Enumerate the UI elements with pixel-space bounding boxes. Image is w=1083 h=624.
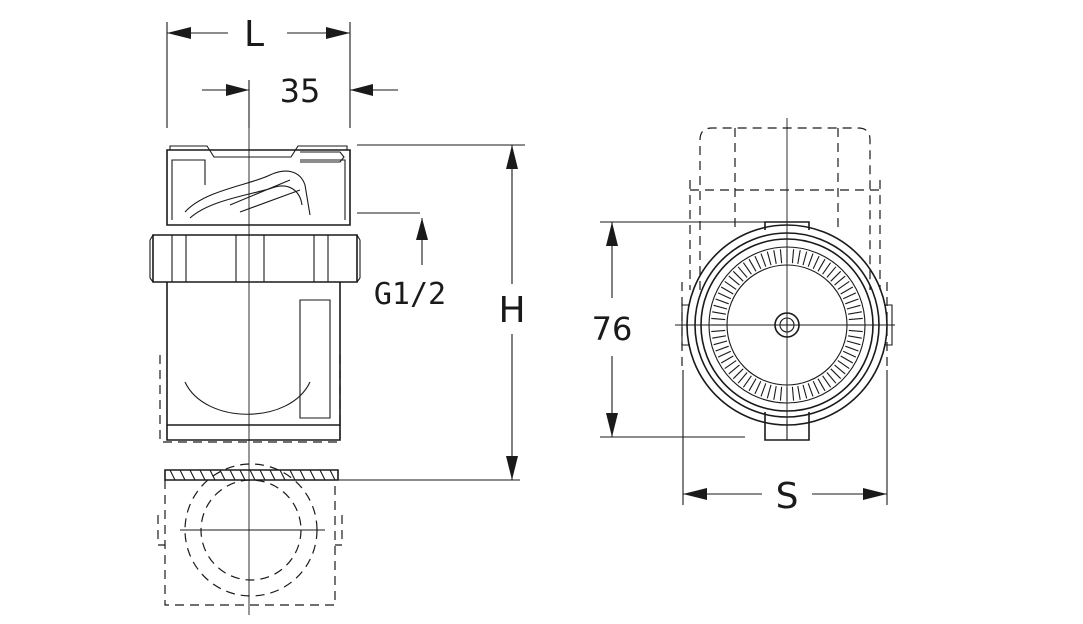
label-35: 35 <box>280 72 321 110</box>
grille-slot <box>720 355 734 364</box>
grille-slot <box>728 275 740 286</box>
grille-slot <box>822 262 832 275</box>
grille-slot <box>848 329 863 333</box>
grille-slot <box>712 311 726 315</box>
grille-slot <box>840 286 854 295</box>
grille-slot <box>817 258 826 272</box>
side-view: L 35 <box>149 14 526 615</box>
grille-slot <box>713 340 728 346</box>
grille-slot <box>807 383 814 397</box>
grille-slot <box>817 378 826 392</box>
grille-slot <box>842 350 857 358</box>
grille-slot <box>715 345 729 352</box>
grille-slot <box>717 292 732 300</box>
grille-slot <box>807 253 814 267</box>
grille-slot <box>802 384 808 399</box>
grille-slot <box>766 384 772 399</box>
dimension-L: L <box>167 14 350 55</box>
grille-slot <box>826 372 837 384</box>
label-L: L <box>244 14 264 55</box>
grille-slot <box>834 364 846 375</box>
grille-slot <box>711 329 726 333</box>
grille-slot <box>791 386 795 401</box>
grille-slot <box>748 258 757 272</box>
grille-slot <box>766 251 772 266</box>
grille-slot <box>837 280 850 290</box>
grille-slot <box>842 292 857 300</box>
grille-slot <box>754 255 762 270</box>
grille-slot <box>754 380 762 395</box>
grille-slot <box>822 375 832 388</box>
front-view: 76 S <box>592 118 895 517</box>
front-grille <box>711 249 863 401</box>
grille-slot <box>848 317 863 321</box>
dimension-35: 35 <box>202 72 398 110</box>
grille-slot <box>728 364 740 375</box>
grille-slot <box>717 350 732 358</box>
grille-slot <box>779 386 783 401</box>
label-G1-2: G1/2 <box>374 277 446 312</box>
grille-slot <box>711 317 726 321</box>
grille-slot <box>834 275 846 286</box>
grille-slot <box>732 270 744 282</box>
dimension-H: H <box>357 144 526 480</box>
grille-slot <box>840 355 854 364</box>
grille-slot <box>724 280 737 290</box>
grille-slot <box>779 249 783 264</box>
grille-slot <box>737 372 748 384</box>
grille-slot <box>846 304 861 310</box>
grille-slot <box>773 250 777 264</box>
grille-slot <box>848 335 862 339</box>
grille-slot <box>737 266 748 278</box>
grille-slot <box>732 368 744 380</box>
grille-slot <box>812 380 820 395</box>
grille-slot <box>797 386 801 400</box>
grille-slot <box>826 266 837 278</box>
grille-slot <box>845 298 859 305</box>
grille-slot <box>713 304 728 310</box>
label-S: S <box>776 476 799 517</box>
grille-slot <box>742 375 752 388</box>
grille-slot <box>748 378 757 392</box>
grille-slot <box>845 345 859 352</box>
label-H: H <box>498 290 525 331</box>
grille-slot <box>773 386 777 400</box>
grille-slot <box>830 270 842 282</box>
grille-slot <box>724 360 737 370</box>
dimension-G1-2: G1/2 <box>357 212 446 312</box>
grille-slot <box>802 251 808 266</box>
grille-slot <box>742 262 752 275</box>
grille-slot <box>760 383 767 397</box>
grille-slot <box>760 253 767 267</box>
grille-slot <box>846 340 861 346</box>
dimension-76: 76 <box>592 221 765 438</box>
grille-slot <box>837 360 850 370</box>
grille-slot <box>812 255 820 270</box>
dimension-S: S <box>682 370 888 517</box>
grille-slot <box>848 311 862 315</box>
label-76: 76 <box>592 310 633 348</box>
grille-slot <box>715 298 729 305</box>
grille-slot <box>791 249 795 264</box>
grille-slot <box>720 286 734 295</box>
grille-slot <box>830 368 842 380</box>
grille-slot <box>797 250 801 264</box>
grille-slot <box>712 335 726 339</box>
